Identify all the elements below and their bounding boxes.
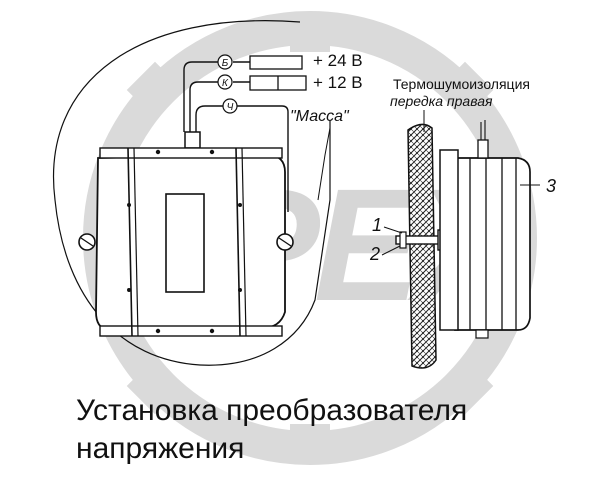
insulation-panel	[407, 123, 437, 369]
figure-caption: Установка преобразователя напряжения	[76, 392, 596, 468]
callout-1: 1	[372, 215, 382, 235]
svg-text:К: К	[222, 78, 229, 89]
callout-3: 3	[546, 176, 556, 196]
connector-24v	[249, 55, 303, 70]
caption-line-1: Установка преобразователя	[76, 394, 468, 427]
terminal-marker-ch: Ч	[222, 98, 238, 114]
label-plus-12v: + 12 В	[313, 73, 363, 92]
connector-12v	[249, 75, 307, 91]
callout-leaders	[381, 175, 540, 256]
caption-line-2: напряжения	[76, 432, 245, 465]
converter-side-view	[439, 120, 531, 339]
harness-wires	[183, 61, 289, 212]
voltage-converter	[78, 131, 294, 337]
mass-leader-line	[317, 127, 331, 201]
label-mass: "Масса"	[290, 108, 350, 125]
svg-text:Б: Б	[222, 58, 229, 69]
terminal-marker-b: Б	[217, 54, 233, 70]
terminal-marker-k: К	[217, 74, 233, 90]
label-plus-24v: + 24 В	[313, 51, 363, 70]
svg-text:Ч: Ч	[227, 102, 234, 113]
insulation-label-line1: Термошумоизоляция	[393, 76, 530, 92]
ground-loop-wire	[53, 20, 331, 366]
callout-2: 2	[369, 244, 380, 264]
insulation-label-line2: передка правая	[390, 93, 493, 109]
